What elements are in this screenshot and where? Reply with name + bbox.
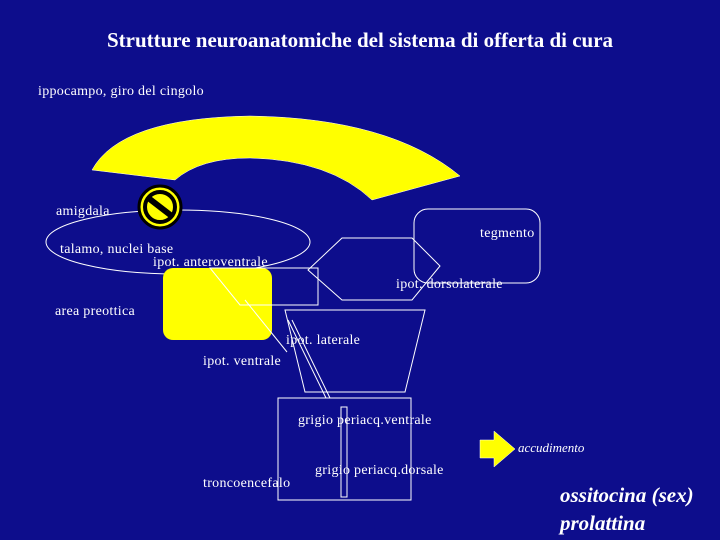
label-grigio-ventrale: grigio periacq.ventrale xyxy=(298,414,432,428)
label-ipot-anteroventrale: ipot. anteroventrale xyxy=(153,256,268,270)
tegmentum-shape xyxy=(414,209,540,283)
label-ippocampo: ippocampo, giro del cingolo xyxy=(38,85,204,99)
label-grigio-dorsale: grigio periacq.dorsale xyxy=(315,464,444,478)
no-entry-icon xyxy=(139,186,181,228)
label-ipot-dorsolaterale: ipot. dorsolaterale xyxy=(396,278,503,292)
lateral-hypothalamus xyxy=(285,310,425,392)
right-arrow-icon xyxy=(480,431,515,467)
label-ipot-ventrale: ipot. ventrale xyxy=(203,355,281,369)
label-accudimento: accudimento xyxy=(518,441,584,454)
label-troncoencefalo: troncoencefalo xyxy=(203,477,290,491)
hormone-prolattina: prolattina xyxy=(560,513,645,534)
label-ipot-laterale: ipot. laterale xyxy=(286,334,360,348)
preoptic-area-block xyxy=(163,268,272,340)
cingulate-arch xyxy=(92,116,460,200)
label-tegmento: tegmento xyxy=(480,227,535,241)
label-area-preottica: area preottica xyxy=(55,305,135,319)
hormone-ossitocina: ossitocina (sex) xyxy=(560,485,694,506)
label-amigdala: amigdala xyxy=(56,205,110,219)
